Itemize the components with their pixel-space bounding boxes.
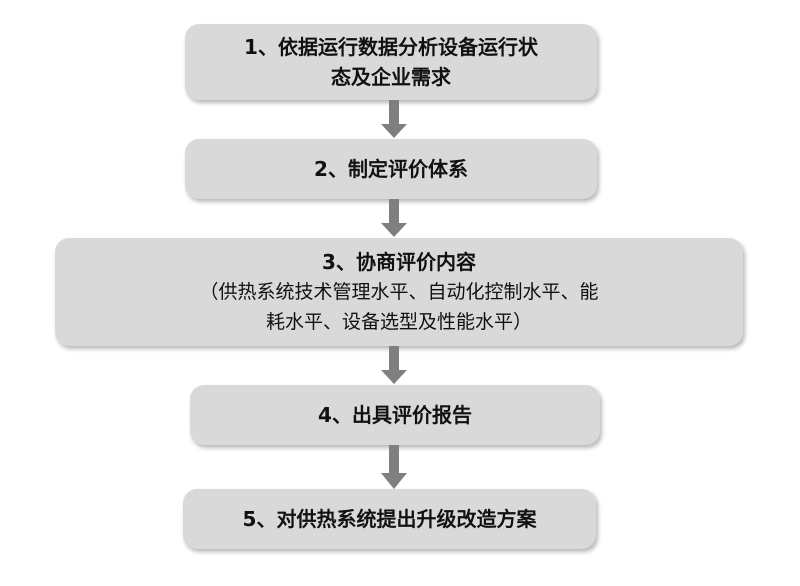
step-4-title: 4、出具评价报告 [318, 403, 472, 427]
step-4-box: 4、出具评价报告 [190, 385, 600, 445]
step-1-title: 1、依据运行数据分析设备运行状 态及企业需求 [244, 35, 538, 89]
step-3-box: 3、协商评价内容 （供热系统技术管理水平、自动化控制水平、能 耗水平、设备选型及… [55, 238, 743, 346]
arrow-down-icon [381, 100, 407, 138]
arrow-down-icon [381, 346, 407, 384]
step-3-detail: （供热系统技术管理水平、自动化控制水平、能 耗水平、设备选型及性能水平） [199, 281, 599, 333]
step-2-box: 2、制定评价体系 [185, 139, 597, 199]
step-3-title: 3、协商评价内容 [322, 250, 476, 274]
step-2-title: 2、制定评价体系 [314, 157, 468, 181]
arrow-down-icon [381, 445, 407, 489]
arrow-down-icon [381, 199, 407, 237]
step-5-box: 5、对供热系统提出升级改造方案 [183, 489, 596, 549]
step-5-title: 5、对供热系统提出升级改造方案 [242, 507, 537, 531]
step-1-box: 1、依据运行数据分析设备运行状 态及企业需求 [185, 24, 597, 100]
